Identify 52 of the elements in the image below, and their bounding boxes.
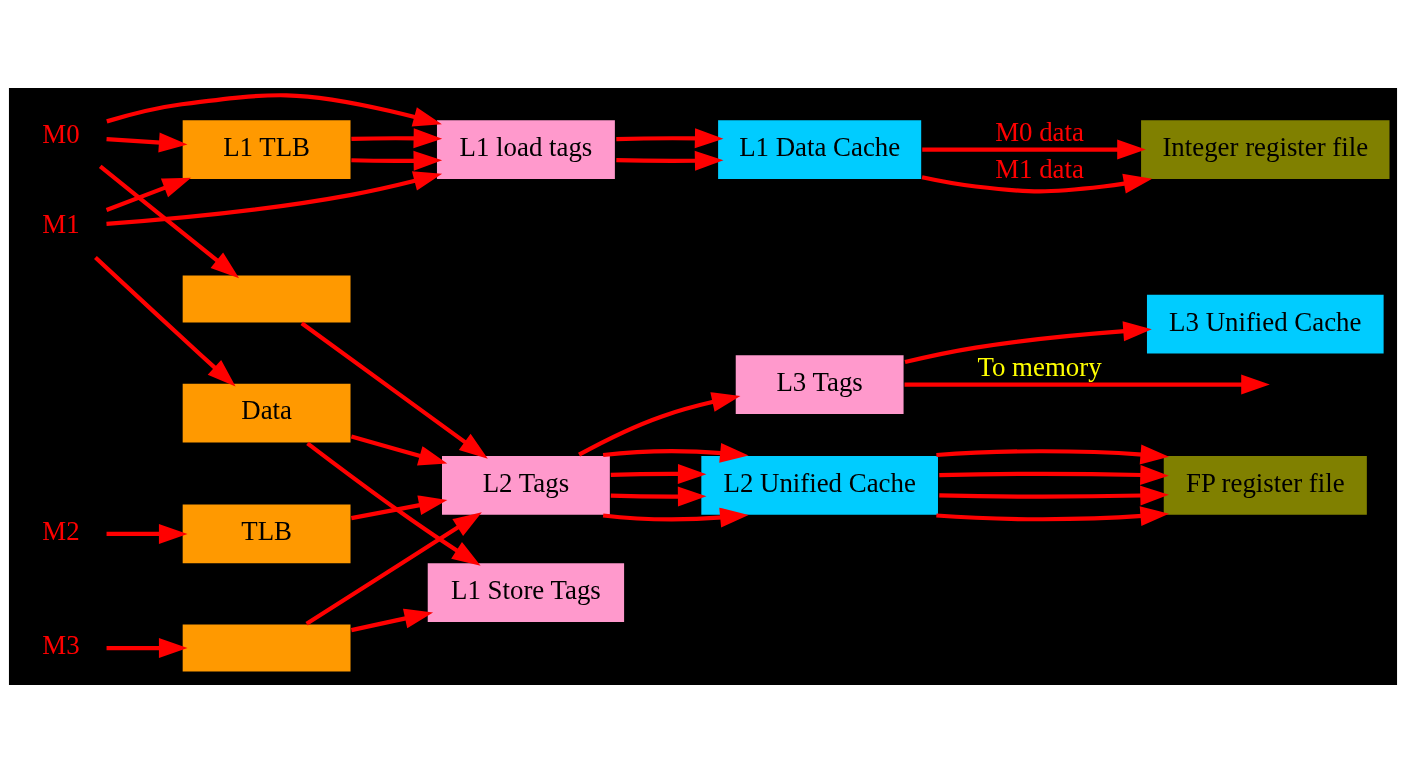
arrow	[98, 164, 240, 278]
arrow	[106, 132, 188, 152]
node-box: FP register file	[1162, 453, 1369, 516]
edge-label: M1 data	[995, 153, 1084, 184]
arrow	[306, 441, 481, 566]
arrow	[106, 170, 443, 226]
node-box	[181, 622, 353, 673]
node-box: Integer register file	[1139, 118, 1392, 181]
arrow	[94, 255, 236, 387]
arrow	[616, 150, 724, 171]
arrow	[602, 442, 749, 463]
edge-label: To memory	[977, 351, 1102, 382]
node-text: M3	[42, 629, 80, 660]
arrow	[351, 494, 448, 520]
edge-label: M0 data	[995, 116, 1084, 147]
arrow	[610, 486, 707, 507]
node-box: L1 Store Tags	[426, 561, 626, 624]
arrow	[904, 374, 1270, 395]
arrow	[602, 507, 749, 528]
node-box	[181, 273, 353, 324]
arrow	[939, 485, 1169, 506]
arrow	[610, 463, 707, 484]
arrow	[106, 637, 188, 658]
node-box: L2 Tags	[440, 453, 612, 516]
arrow	[936, 505, 1169, 526]
arrow	[305, 511, 482, 625]
arrow	[105, 177, 192, 212]
arrow	[616, 127, 724, 148]
node-text: M0	[42, 118, 80, 149]
arrow	[106, 523, 188, 544]
arrow	[351, 127, 443, 148]
node-box: L2 Unified Cache	[699, 453, 940, 516]
node-text: M1	[42, 208, 80, 239]
arrow	[904, 320, 1152, 364]
node-text: M2	[42, 515, 80, 546]
arrow	[578, 391, 741, 457]
node-box: TLB	[181, 502, 353, 565]
node-box: L3 Unified Cache	[1145, 292, 1386, 355]
arrow	[921, 173, 1153, 194]
arrow	[351, 150, 443, 171]
node-box: L1 load tags	[435, 118, 617, 181]
arrow	[939, 464, 1169, 485]
arrow	[936, 443, 1169, 464]
node-box: L3 Tags	[734, 353, 906, 416]
arrow	[350, 434, 448, 465]
node-box: Data	[181, 381, 353, 444]
arrow	[106, 92, 442, 127]
node-box: L1 Data Cache	[716, 118, 923, 181]
arrow	[350, 608, 434, 632]
arrow	[922, 139, 1146, 160]
node-box: L1 TLB	[181, 118, 353, 181]
arrow	[300, 321, 488, 459]
